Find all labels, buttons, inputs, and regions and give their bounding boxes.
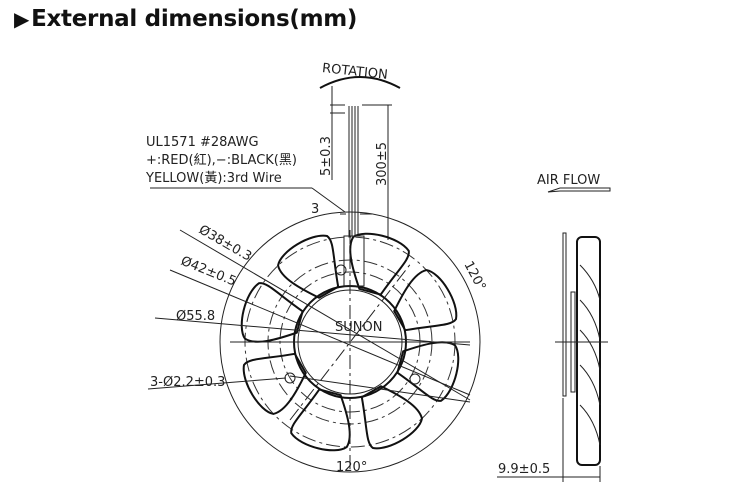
mount-hole: [284, 372, 296, 384]
fan-blade: [360, 385, 423, 450]
fan-front-view: SUNON: [147, 211, 481, 473]
fan-blade: [396, 341, 460, 402]
dim-width-label: 3: [311, 202, 319, 217]
mount-hole: [409, 373, 421, 385]
dim-thickness-label: 9.9±0.5: [498, 462, 550, 477]
fan-blades: [240, 232, 460, 452]
fan-blade: [290, 388, 351, 452]
dim-outer-label: Ø55.8: [176, 309, 215, 324]
dim-hub-label: Ø38±0.3: [196, 222, 254, 264]
wire-spec-3: YELLOW(黃):3rd Wire: [145, 171, 282, 186]
wire-spec-1: UL1571 #28AWG: [146, 135, 259, 150]
fan-blade: [393, 269, 458, 332]
dim-holes-label: 3-Ø2.2±0.3: [150, 375, 225, 390]
air-flow-label: AIR FLOW: [537, 173, 600, 188]
fan-blade: [240, 282, 304, 343]
mount-hole: [335, 264, 347, 276]
section-title: ▶External dimensions(mm): [14, 6, 357, 32]
rotation-label: ROTATION: [321, 61, 388, 83]
air-flow-arrow-icon: [547, 187, 611, 193]
wire-dimension-lines: [150, 86, 392, 240]
fan-blade: [277, 234, 340, 299]
angle-right-label: 120°: [460, 259, 488, 294]
brand-label: SUNON: [335, 320, 382, 335]
fan-blade: [349, 232, 410, 296]
wire-spec-2: +:RED(紅),−:BLACK(黑): [146, 153, 297, 168]
rotation-arc: [319, 76, 401, 89]
section-title-text: External dimensions(mm): [31, 6, 358, 32]
angle-bottom-label: 120°: [336, 460, 367, 475]
lead-wires: [348, 106, 359, 236]
fan-blade: [242, 352, 307, 415]
dim-strip-label: 5±0.3: [319, 136, 334, 176]
fan-side-view: AIR FLOW 9.9±0.5: [497, 173, 611, 482]
dim-lead-label: 300±5: [375, 142, 390, 186]
outer-arc: [219, 211, 481, 473]
triangle-marker-icon: ▶: [14, 7, 30, 31]
